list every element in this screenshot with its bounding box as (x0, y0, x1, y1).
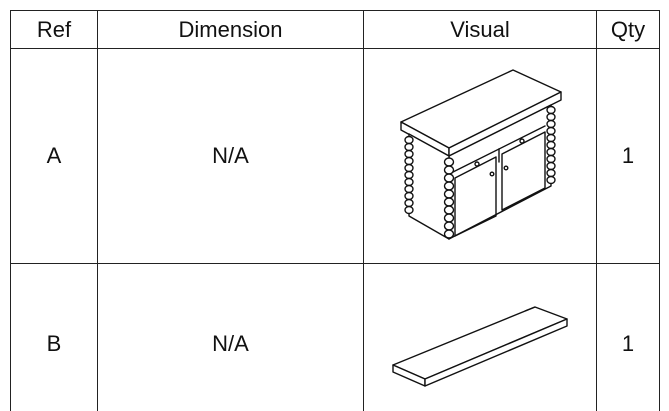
cell-visual (363, 48, 597, 264)
cell-qty: 1 (596, 263, 660, 411)
cell-dimension: N/A (97, 48, 364, 264)
cell-qty: 1 (596, 48, 660, 264)
shelf-board-icon (392, 306, 568, 387)
cell-ref: A (10, 48, 98, 264)
cell-ref: B (10, 263, 98, 411)
header-visual: Visual (363, 10, 597, 49)
header-dimension: Dimension (97, 10, 364, 49)
sideboard-cabinet-icon (400, 68, 562, 240)
header-qty: Qty (596, 10, 660, 49)
parts-table: Ref Dimension Visual Qty A N/A (10, 10, 660, 411)
table-row: B N/A 1 (10, 263, 660, 411)
cell-dimension: N/A (97, 263, 364, 411)
table-row: A N/A (10, 48, 660, 264)
header-ref: Ref (10, 10, 98, 49)
header-row: Ref Dimension Visual Qty (10, 10, 660, 49)
cell-visual (363, 263, 597, 411)
